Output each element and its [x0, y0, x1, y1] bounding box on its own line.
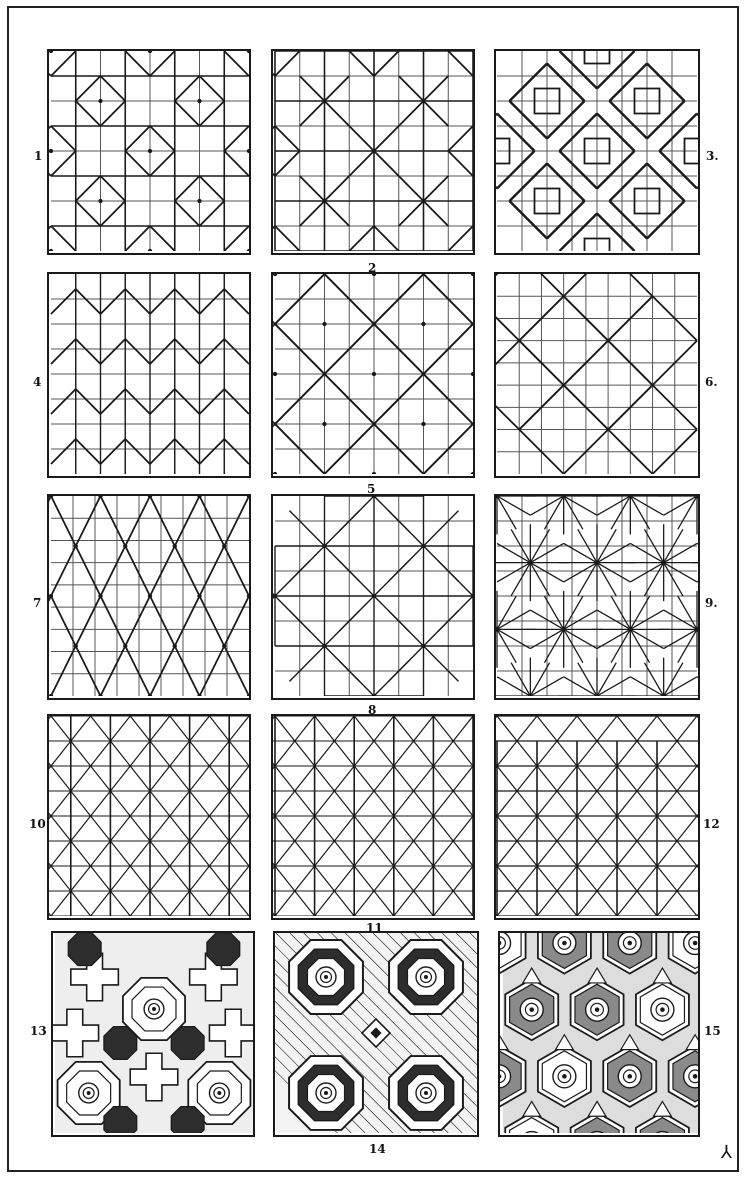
pattern-8-drawing	[273, 496, 475, 696]
figure-label-12: 12	[703, 818, 720, 830]
pattern-panel-7	[47, 494, 251, 700]
pattern-1-drawing	[49, 51, 251, 251]
figure-label-11: 11	[366, 922, 383, 934]
pattern-panel-4	[47, 272, 251, 478]
pattern-panel-11	[271, 714, 475, 920]
pattern-10-drawing	[49, 716, 251, 916]
pattern-panel-8	[271, 494, 475, 700]
figure-label-10: 10	[29, 818, 46, 830]
pattern-panel-3	[494, 49, 700, 255]
pattern-13-drawing	[53, 933, 255, 1133]
pattern-panel-2	[271, 49, 475, 255]
figure-label-6: 6.	[705, 376, 718, 388]
pattern-panel-10	[47, 714, 251, 920]
pattern-15-drawing	[500, 933, 700, 1133]
figure-label-8: 8	[368, 704, 376, 716]
pattern-5-drawing	[273, 274, 475, 474]
figure-label-13: 13	[30, 1025, 47, 1037]
pattern-panel-1	[47, 49, 251, 255]
pattern-6-drawing	[496, 274, 698, 474]
pattern-9-drawing	[496, 496, 698, 696]
pattern-12-drawing	[496, 716, 698, 916]
pattern-panel-13	[51, 931, 255, 1137]
figure-label-3: 3.	[706, 150, 719, 162]
pattern-4-drawing	[49, 274, 251, 474]
figure-label-5: 5	[367, 483, 375, 495]
figure-label-2: 2	[368, 262, 376, 274]
figure-label-7: 7	[33, 597, 41, 609]
pattern-panel-12	[494, 714, 700, 920]
figure-label-14: 14	[369, 1143, 386, 1155]
pattern-panel-15	[498, 931, 700, 1137]
pattern-panel-5	[271, 272, 475, 478]
pattern-panel-6	[494, 272, 700, 478]
figure-label-9: 9.	[705, 597, 718, 609]
pattern-2-drawing	[273, 51, 475, 251]
printer-mark-icon: ⅄	[721, 1142, 732, 1163]
figure-label-1: 1	[34, 150, 42, 162]
pattern-7-drawing	[49, 496, 251, 696]
pattern-14-drawing	[275, 933, 477, 1133]
pattern-panel-14	[273, 931, 479, 1137]
figure-label-4: 4	[33, 376, 41, 388]
pattern-11-drawing	[273, 716, 475, 916]
pattern-panel-9	[494, 494, 700, 700]
figure-label-15: 15	[704, 1025, 721, 1037]
pattern-3-drawing	[496, 51, 698, 251]
